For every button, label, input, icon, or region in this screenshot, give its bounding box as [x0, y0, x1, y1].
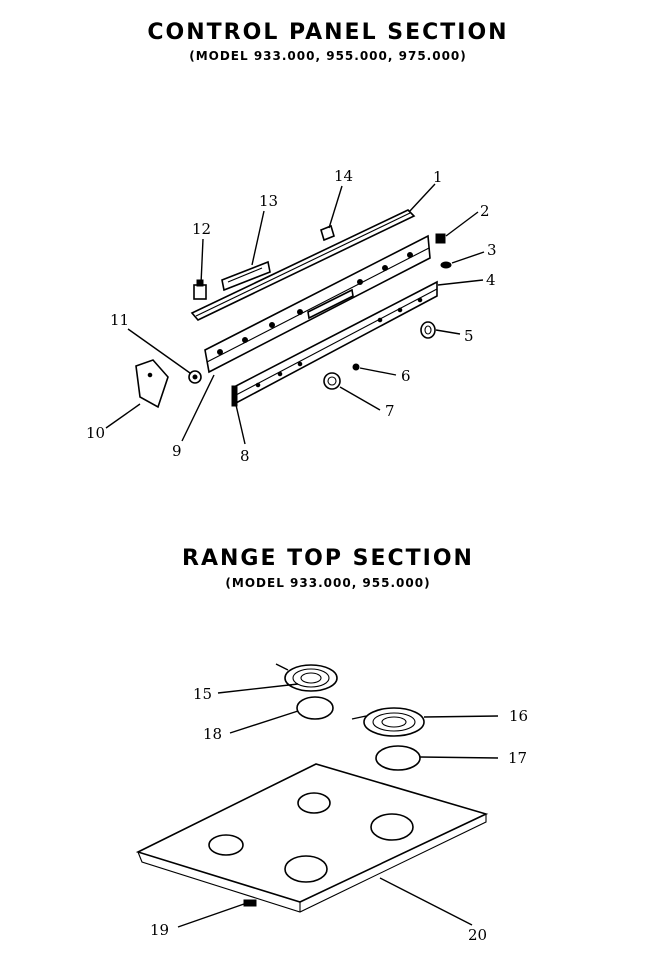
callout-9: 9: [172, 442, 182, 460]
callout-17: 17: [508, 749, 527, 767]
callout-11: 11: [110, 311, 129, 329]
range-top-model-numbers: (MODEL 933.000, 955.000): [225, 576, 431, 590]
part-14-clip: [320, 224, 335, 242]
callout-2: 2: [480, 202, 490, 220]
callout-19: 19: [150, 921, 169, 939]
callout-12: 12: [192, 220, 211, 238]
callout-8: 8: [240, 447, 250, 465]
control-panel-model-numbers: (MODEL 933.000, 955.000, 975.000): [189, 49, 467, 63]
part-20-range-top: [135, 763, 489, 913]
callout-4: 4: [486, 271, 496, 289]
part-7-knob: [323, 372, 341, 390]
callout-13: 13: [259, 192, 278, 210]
part-11-nut: [188, 370, 202, 384]
part-3-screw: [440, 261, 452, 269]
callout-1: 1: [433, 168, 443, 186]
part-10-bracket: [135, 359, 169, 409]
part-1-trim-strip: [190, 209, 416, 321]
callout-15: 15: [193, 685, 212, 703]
callout-10: 10: [86, 424, 105, 442]
part-13-bracket: [221, 260, 271, 292]
part-2-screw: [435, 233, 446, 244]
part-6-pin: [352, 363, 360, 371]
part-5-knob: [420, 321, 436, 339]
callout-7: 7: [385, 402, 395, 420]
callout-18: 18: [203, 725, 222, 743]
callout-16: 16: [509, 707, 528, 725]
part-19-screw: [243, 899, 257, 907]
callout-20: 20: [468, 926, 487, 944]
part-18-drip-pan: [296, 696, 334, 720]
range-top-section-title: RANGE TOP SECTION: [182, 546, 474, 571]
part-4-control-panel: [204, 234, 431, 374]
part-16-surface-element: [351, 707, 425, 737]
callout-14: 14: [334, 167, 353, 185]
control-panel-section-title: CONTROL PANEL SECTION: [147, 20, 509, 45]
part-17-drip-pan: [375, 745, 421, 771]
callout-5: 5: [464, 327, 474, 345]
part-15-surface-element: [275, 663, 338, 692]
callout-3: 3: [487, 241, 497, 259]
part-8-decor-panel: [231, 280, 438, 407]
part-12-switch: [193, 279, 207, 300]
callout-6: 6: [401, 367, 411, 385]
